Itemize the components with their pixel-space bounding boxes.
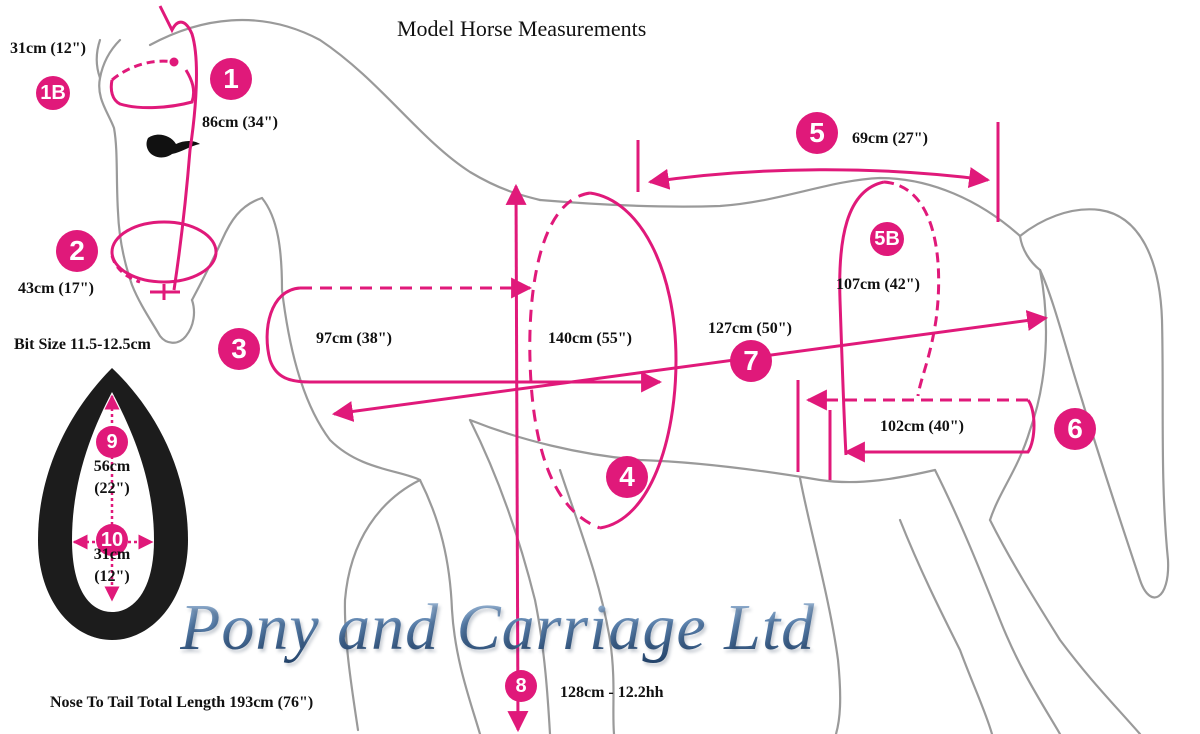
label-bit-size: Bit Size 11.5-12.5cm xyxy=(14,336,151,353)
measure-1b-browband xyxy=(109,57,196,110)
diagram-title: Model Horse Measurements xyxy=(397,16,647,41)
badge-2: 2 xyxy=(56,230,98,272)
label-1b: 31cm (12") xyxy=(10,40,86,57)
badge-5: 5 xyxy=(796,112,838,154)
badge-9: 9 xyxy=(96,426,128,458)
label-7: 127cm (50") xyxy=(708,320,792,337)
badge-10: 10 xyxy=(96,524,128,556)
label-6: 102cm (40") xyxy=(880,418,964,435)
measure-1-poll-to-jaw xyxy=(150,5,198,300)
badge-8: 8 xyxy=(505,670,537,702)
eye-icon xyxy=(146,134,200,158)
label-9-line2: (22") xyxy=(94,480,130,497)
measure-5-back xyxy=(636,122,1000,222)
label-5: 69cm (27") xyxy=(852,130,928,147)
measure-8-height xyxy=(505,183,529,733)
badge-5b: 5B xyxy=(870,222,904,256)
label-9-line1: 56cm xyxy=(93,458,131,475)
badge-4: 4 xyxy=(606,456,648,498)
label-4: 140cm (55") xyxy=(548,330,632,347)
label-2: 43cm (17") xyxy=(18,280,94,297)
badge-7: 7 xyxy=(730,340,772,382)
label-5b: 107cm (42") xyxy=(836,276,920,293)
bit-diagram xyxy=(38,368,188,640)
measure-3-chest xyxy=(265,277,663,393)
badge-1b: 1B xyxy=(36,76,70,110)
label-8: 128cm - 12.2hh xyxy=(560,684,664,701)
measure-2-noseband xyxy=(110,220,218,284)
measure-4-girth xyxy=(528,191,678,530)
horse-outline xyxy=(95,18,1170,734)
badge-1: 1 xyxy=(210,58,252,100)
watermark-logo: Pony and Carriage Ltd xyxy=(180,591,816,664)
label-3: 97cm (38") xyxy=(316,330,392,347)
label-10-line1: 31cm xyxy=(93,546,131,563)
label-1: 86cm (34") xyxy=(202,114,278,131)
badge-6: 6 xyxy=(1054,408,1096,450)
measure-7-body-length xyxy=(331,310,1049,422)
label-total-length: Nose To Tail Total Length 193cm (76") xyxy=(50,694,314,711)
badge-3: 3 xyxy=(218,328,260,370)
label-10-line2: (12") xyxy=(94,568,130,585)
